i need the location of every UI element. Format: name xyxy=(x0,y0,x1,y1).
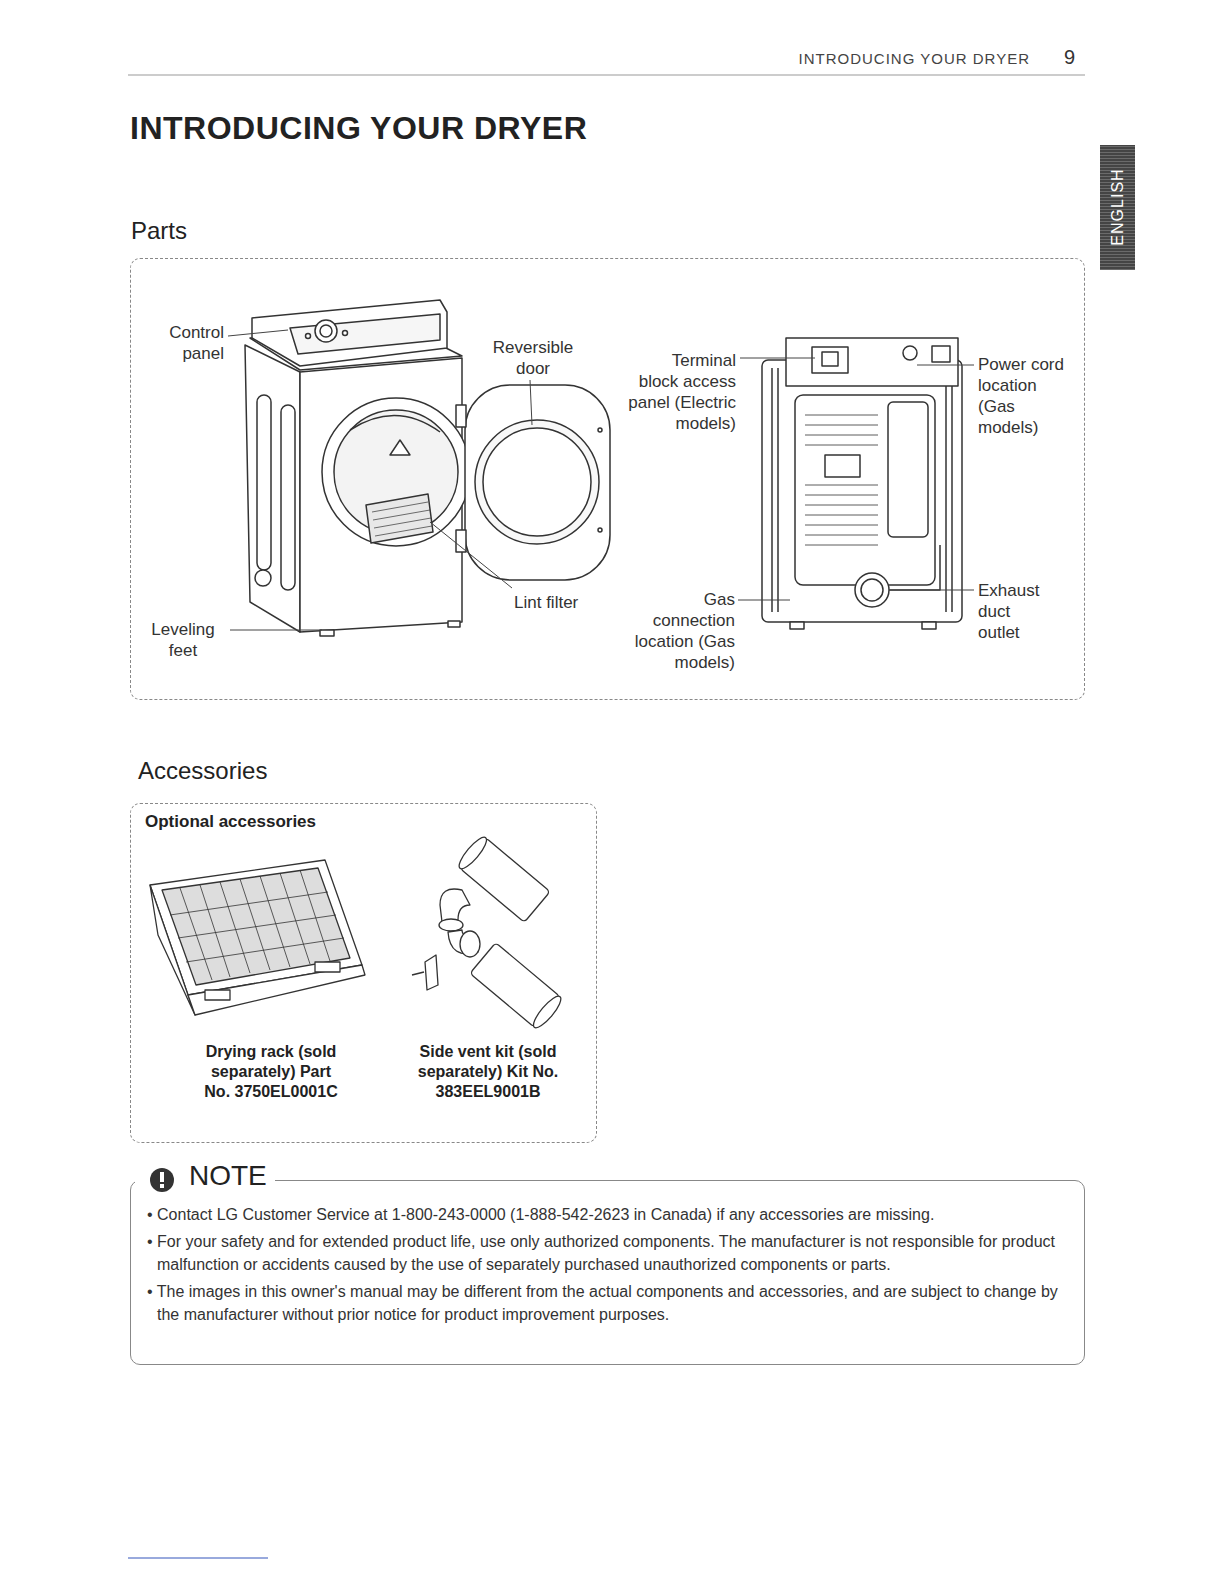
part-label: Gas connection location (Gas models) xyxy=(630,589,735,673)
section-heading: Accessories xyxy=(138,757,267,785)
language-tab: ENGLISH xyxy=(1100,145,1135,270)
accessory-caption: Side vent kit (sold separately) Kit No. … xyxy=(413,1042,563,1102)
drying-rack xyxy=(150,860,365,1015)
part-label: Control panel xyxy=(150,322,224,364)
part-label: Leveling feet xyxy=(140,619,226,661)
parts-panel: Parts xyxy=(130,258,1085,700)
dryer-front xyxy=(245,300,610,636)
part-label: Terminal block access panel (Electric mo… xyxy=(628,350,736,434)
box-heading: Optional accessories xyxy=(145,812,316,832)
footer-rule xyxy=(128,1558,268,1559)
section-heading: Parts xyxy=(131,217,187,245)
note-heading: NOTE xyxy=(185,1159,275,1193)
header-rule xyxy=(128,75,1085,76)
note-item: • Contact LG Customer Service at 1-800-2… xyxy=(147,1203,1067,1226)
accessories-panel: AccessoriesOptional accessoriesDrying ra… xyxy=(130,803,597,1143)
side-vent-kit xyxy=(412,834,565,1031)
note-box: NOTE• Contact LG Customer Service at 1-8… xyxy=(130,1180,1085,1365)
part-label: Power cord location (Gas models) xyxy=(978,354,1076,438)
note-item: • For your safety and for extended produ… xyxy=(147,1230,1067,1276)
page-title: INTRODUCING YOUR DRYER xyxy=(130,110,587,147)
language-tab-text: ENGLISH xyxy=(1108,145,1128,270)
part-label: Reversible door xyxy=(484,337,582,379)
accessory-caption: Drying rack (sold separately) Part No. 3… xyxy=(196,1042,346,1102)
note-item: • The images in this owner's manual may … xyxy=(147,1280,1067,1326)
dryer-back xyxy=(762,338,962,629)
part-label: Exhaust duct outlet xyxy=(978,580,1054,643)
leader-lines xyxy=(228,330,974,630)
note-icon xyxy=(135,1163,185,1197)
part-label: Lint filter xyxy=(514,592,604,613)
page-number: 9 xyxy=(1064,46,1075,69)
running-header: INTRODUCING YOUR DRYER xyxy=(799,50,1030,67)
